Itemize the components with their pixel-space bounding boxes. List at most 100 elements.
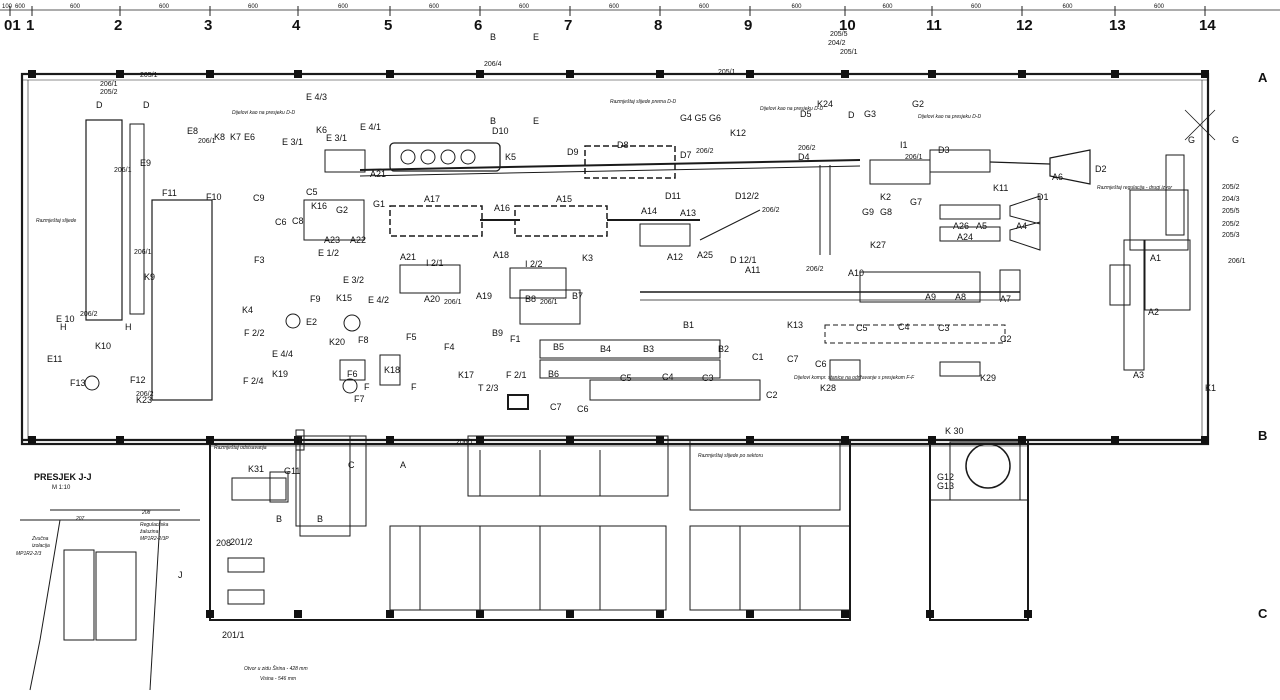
section-cut-marker: B — [317, 514, 323, 524]
equipment-label: K23 — [136, 395, 152, 405]
position-code: 206/2 — [806, 266, 824, 273]
equipment-label: C5 — [856, 323, 868, 333]
equipment-label: E8 — [187, 126, 198, 136]
equipment-label: B2 — [718, 344, 729, 354]
equipment-label: C5 — [620, 373, 632, 383]
equipment-label: T 2/3 — [478, 383, 498, 393]
column-pier — [386, 436, 394, 444]
equipment-label: F 2/2 — [244, 328, 265, 338]
column-pier — [928, 70, 936, 78]
section-cut-marker: A — [400, 460, 406, 470]
section-cut-marker: D — [96, 100, 103, 110]
equipment-label: K9 — [144, 272, 155, 282]
ruler-distance: 600 — [338, 4, 349, 10]
equipment-label: D8 — [617, 140, 629, 150]
column-pier — [1111, 70, 1119, 78]
column-pier — [566, 610, 574, 618]
row-label-B: B — [1258, 428, 1267, 443]
section-label: 207 — [75, 516, 85, 522]
equipment-label: C7 — [550, 402, 562, 412]
equipment-label: A4 — [1016, 221, 1027, 231]
section-label: Zvučna — [31, 536, 49, 542]
column-number-2: 2 — [114, 17, 122, 34]
position-code: 205/5 — [830, 31, 848, 38]
equipment-label: C2 — [1000, 334, 1012, 344]
column-pier — [1201, 70, 1209, 78]
equipment-label: F6 — [347, 369, 358, 379]
equipment-label: A23 — [324, 235, 340, 245]
equipment-label: D4 — [798, 152, 810, 162]
equipment-label: K15 — [336, 293, 352, 303]
equipment-label: C4 — [662, 372, 674, 382]
equipment-label: A19 — [476, 291, 492, 301]
column-pier — [28, 70, 36, 78]
annotation-note: Otvor u zidu Širina - 428 mm — [244, 665, 308, 672]
equipment-label: A14 — [641, 206, 657, 216]
equipment-label: K12 — [730, 128, 746, 138]
column-number-1: 1 — [26, 17, 34, 34]
equipment-label: G3 — [864, 109, 876, 119]
position-code: 204/3 — [1222, 196, 1240, 203]
ruler-distance: 600 — [15, 4, 26, 10]
section-cut-marker: F — [364, 382, 370, 392]
column-pier — [656, 70, 664, 78]
position-code: 204/2 — [828, 40, 846, 47]
position-code: 206/2 — [136, 391, 154, 398]
column-pier — [656, 610, 664, 618]
column-pier — [1018, 436, 1026, 444]
equipment-label: 208 — [216, 538, 231, 548]
equipment-label: C4 — [898, 322, 910, 332]
equipment-label: I 2/1 — [426, 258, 444, 268]
equipment-label: A25 — [697, 250, 713, 260]
equipment-label: A1 — [1150, 253, 1161, 263]
ruler-distance: 600 — [159, 4, 170, 10]
column-number-3: 3 — [204, 17, 212, 34]
row-label-A: A — [1258, 70, 1268, 85]
equipment-label: G8 — [880, 207, 892, 217]
section-cut-marker: H — [60, 322, 67, 332]
column-pier — [1024, 610, 1032, 618]
column-pier — [294, 436, 302, 444]
column-pier — [841, 70, 849, 78]
equipment-label: K10 — [95, 341, 111, 351]
equipment-label: A8 — [955, 292, 966, 302]
equipment-label: A17 — [424, 194, 440, 204]
column-number-11: 11 — [926, 17, 942, 34]
column-pier — [206, 610, 214, 618]
section-cut-marker: C — [348, 460, 355, 470]
annotation-note: Razmještaj regulacija - drugi izvor — [1097, 185, 1172, 191]
column-number-4: 4 — [292, 17, 301, 34]
equipment-label: K8 — [214, 132, 225, 142]
equipment-label: G4 G5 G6 — [680, 113, 721, 123]
position-code: 206/2 — [762, 207, 780, 214]
column-pier — [746, 70, 754, 78]
section-cut-marker: B — [490, 116, 496, 126]
equipment-label: A24 — [957, 232, 973, 242]
position-codes: 205/1206/1205/2206/4205/1205/5204/2205/1… — [80, 31, 1246, 446]
equipment-label: C3 — [702, 373, 714, 383]
equipment-label: K 30 — [945, 426, 964, 436]
equipment-label: A21 — [370, 169, 386, 179]
equipment-label: B5 — [553, 342, 564, 352]
column-pier — [476, 610, 484, 618]
equipment-label: K17 — [458, 370, 474, 380]
section-label: 208 — [141, 510, 151, 516]
equipment-label: C6 — [577, 404, 589, 414]
section-scale: M 1:10 — [52, 485, 71, 491]
equipment-label: G11 — [284, 466, 300, 476]
equipment-label: K11 — [993, 183, 1008, 193]
ruler-distance: 600 — [429, 4, 440, 10]
equipment-label: C9 — [253, 193, 265, 203]
equipment-label: K29 — [980, 373, 996, 383]
equipment-label: D7 — [680, 150, 692, 160]
equipment-label: I1 — [900, 140, 908, 150]
equipment-label: C6 — [815, 359, 827, 369]
section-title: PRESJEK J-J — [34, 472, 92, 482]
section-cut-marker: D — [143, 100, 150, 110]
equipment-label: K1 — [1205, 383, 1216, 393]
equipment-label: E 1/2 — [318, 248, 339, 258]
position-code: 205/5 — [1222, 208, 1240, 215]
equipment-label: A22 — [350, 235, 366, 245]
section-cut-marker: E — [533, 32, 539, 42]
